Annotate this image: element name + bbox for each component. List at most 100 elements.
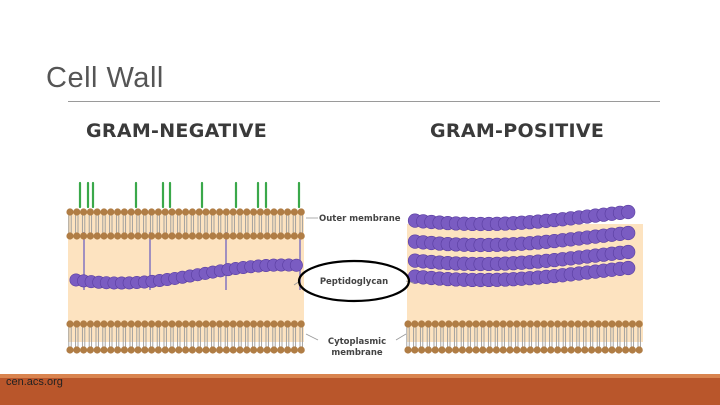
lipid-head <box>284 320 292 328</box>
peptidoglycan-bead <box>621 244 636 260</box>
lipid-head <box>465 320 473 328</box>
lipid-head <box>161 320 169 328</box>
lipid-head <box>80 346 88 354</box>
lipid-head <box>554 320 562 328</box>
lipid-head <box>114 208 122 216</box>
annotations: Outer membrane Peptidoglycan Cytoplasmic… <box>293 214 415 358</box>
cytoplasmic-pointer-right <box>395 333 407 341</box>
lipid-head <box>120 232 128 240</box>
lipid-head <box>209 320 217 328</box>
lipid-head <box>154 320 162 328</box>
lipid-head <box>601 346 609 354</box>
lipid-head <box>256 320 264 328</box>
lipid-head <box>615 320 623 328</box>
lipid-head <box>216 320 224 328</box>
lipid-head <box>290 346 298 354</box>
lipid-head <box>486 320 494 328</box>
lipid-head <box>250 346 258 354</box>
lipid-head <box>567 346 575 354</box>
lipid-head <box>236 320 244 328</box>
lipid-head <box>80 208 88 216</box>
lipid-head <box>472 320 480 328</box>
lipid-head <box>256 232 264 240</box>
lipid-head <box>66 232 74 240</box>
lipid-head <box>284 208 292 216</box>
lipid-head <box>506 320 514 328</box>
lipid-head <box>533 346 541 354</box>
lipid-head <box>277 346 285 354</box>
lipid-head <box>114 232 122 240</box>
lipid-head <box>628 320 637 328</box>
outer-membrane <box>66 208 305 240</box>
lipid-head <box>594 320 603 328</box>
lipid-head <box>73 208 81 216</box>
lipid-head <box>588 320 596 328</box>
lipid-head <box>277 232 285 240</box>
lipid-head <box>284 232 292 240</box>
lipid-head <box>120 320 128 328</box>
lipid-head <box>547 346 555 354</box>
lipid-head <box>608 346 616 354</box>
lipid-head <box>141 320 149 328</box>
lipid-head <box>148 208 156 216</box>
lipid-head <box>458 346 466 354</box>
lipid-head <box>290 232 298 240</box>
lipid-head <box>107 232 115 240</box>
lipid-head <box>445 346 453 354</box>
lipid-head <box>73 232 81 240</box>
lipid-head <box>588 346 596 354</box>
lipid-head <box>418 320 426 328</box>
lipid-head <box>526 346 535 354</box>
lipid-head <box>533 320 541 328</box>
lipid-head <box>438 346 446 354</box>
lipid-head <box>93 232 101 240</box>
lipid-head <box>243 232 251 240</box>
lipid-head <box>93 346 101 354</box>
lipid-head <box>127 346 135 354</box>
lipid-head <box>628 346 637 354</box>
lipid-head <box>202 208 210 216</box>
lipid-head <box>202 320 210 328</box>
lipid-head <box>188 320 196 328</box>
lipid-head <box>622 320 630 328</box>
lipid-head <box>547 320 555 328</box>
lipid-head <box>229 208 237 216</box>
lipid-head <box>526 320 535 328</box>
lipid-head <box>100 208 108 216</box>
lipid-head <box>411 346 419 354</box>
lipid-head <box>161 346 169 354</box>
lipid-head <box>290 208 298 216</box>
lipid-head <box>236 346 244 354</box>
lipid-head <box>175 208 183 216</box>
lipid-head <box>120 208 128 216</box>
lipid-head <box>277 320 285 328</box>
lipid-head <box>66 208 74 216</box>
lipid-head <box>134 320 142 328</box>
lipid-head <box>148 346 156 354</box>
lipid-head <box>465 346 473 354</box>
lipid-head <box>574 346 582 354</box>
lipid-head <box>431 346 439 354</box>
cytoplasmic-label-line1: Cytoplasmic <box>328 337 386 347</box>
lipid-head <box>134 208 142 216</box>
lipid-head <box>574 320 582 328</box>
lipid-head <box>263 320 271 328</box>
lipid-head <box>195 232 203 240</box>
lipid-head <box>243 320 251 328</box>
lipid-head <box>263 208 271 216</box>
lipid-head <box>554 346 562 354</box>
lipid-head <box>120 346 128 354</box>
lipid-head <box>297 320 305 328</box>
lipid-head <box>486 346 494 354</box>
lipid-head <box>100 346 108 354</box>
lipid-head <box>243 208 251 216</box>
lipid-head <box>458 320 466 328</box>
lipid-head <box>229 232 237 240</box>
lipid-head <box>93 208 101 216</box>
lipid-head <box>216 208 224 216</box>
lipid-head <box>209 232 217 240</box>
lipid-head <box>134 232 142 240</box>
lipid-head <box>107 320 115 328</box>
title-divider <box>68 101 660 102</box>
